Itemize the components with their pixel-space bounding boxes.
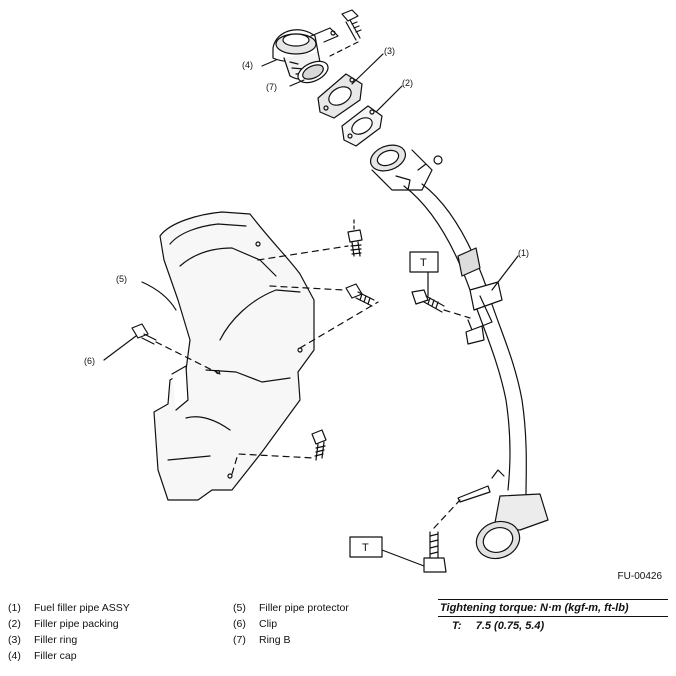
legend-column-middle: (5) Filler pipe protector (6) Clip (7) Ring… <box>233 600 349 648</box>
legend-label: Filler ring <box>34 634 78 646</box>
legend-number: (5) <box>233 602 246 614</box>
torque-marker-lower: T <box>362 542 369 554</box>
torque-heading: Tightening torque: N·m (kgf-m, ft-lb) <box>440 602 629 614</box>
protector-screw-upper <box>347 229 363 257</box>
legend-label: Filler cap <box>34 650 77 662</box>
torque-marker-upper: T <box>420 257 427 269</box>
torque-value: 7.5 (0.75, 5.4) <box>475 620 545 632</box>
legend-number: (2) <box>8 618 21 630</box>
callout-7: (7) <box>266 82 277 92</box>
pipe-bolt-upper <box>411 289 445 313</box>
screw-top <box>341 9 362 41</box>
legend-label: Filler pipe protector <box>259 602 349 614</box>
legend-number: (1) <box>8 602 21 614</box>
legend-number: (6) <box>233 618 246 630</box>
torque-value-row: T: 7.5 (0.75, 5.4) <box>438 617 668 632</box>
fuel-filler-pipe <box>369 144 549 560</box>
filler-ring <box>317 73 363 119</box>
ring-b <box>297 60 329 84</box>
legend-label: Clip <box>259 618 278 630</box>
callout-1: (1) <box>518 248 529 258</box>
legend-item: (3) Filler ring <box>8 632 130 648</box>
callout-2: (2) <box>402 78 413 88</box>
figure-id: FU-00426 <box>617 571 662 582</box>
callout-6: (6) <box>84 356 95 366</box>
legend-item: (6) Clip <box>233 616 349 632</box>
legend-number: (7) <box>233 634 246 646</box>
legend-column-left: (1) Fuel filler pipe ASSY (2) Filler pipe … <box>8 600 130 664</box>
protector-screw-mid <box>345 283 375 307</box>
legend-label: Fuel filler pipe ASSY <box>34 602 130 614</box>
legend-label: Ring B <box>259 634 291 646</box>
torque-box-lower <box>349 536 383 558</box>
callout-4: (4) <box>242 60 253 70</box>
legend-item: (7) Ring B <box>233 632 349 648</box>
callout-3: (3) <box>384 46 395 56</box>
torque-symbol: T: <box>452 620 462 632</box>
legend-item: (5) Filler pipe protector <box>233 600 349 616</box>
legend-number: (3) <box>8 634 21 646</box>
exploded-parts-diagram: (1) (2) (3) (4) (5) (6) (7) T T <box>84 9 549 573</box>
torque-top-rule <box>438 599 668 600</box>
torque-spec-box: Tightening torque: N·m (kgf-m, ft-lb) T:… <box>438 599 668 632</box>
legend-item: (1) Fuel filler pipe ASSY <box>8 600 130 616</box>
pipe-bolt-lower <box>423 531 447 573</box>
filler-pipe-packing <box>341 105 383 147</box>
legend-number: (4) <box>8 650 21 662</box>
filler-pipe-protector <box>153 211 315 501</box>
legend-item: (2) Filler pipe packing <box>8 616 130 632</box>
legend-label: Filler pipe packing <box>34 618 119 630</box>
torque-box-upper <box>409 251 439 273</box>
callout-5: (5) <box>116 274 127 284</box>
legend-item: (4) Filler cap <box>8 648 130 664</box>
clip <box>131 323 157 345</box>
torque-divider <box>438 616 668 617</box>
protector-screw-lower <box>311 429 327 461</box>
